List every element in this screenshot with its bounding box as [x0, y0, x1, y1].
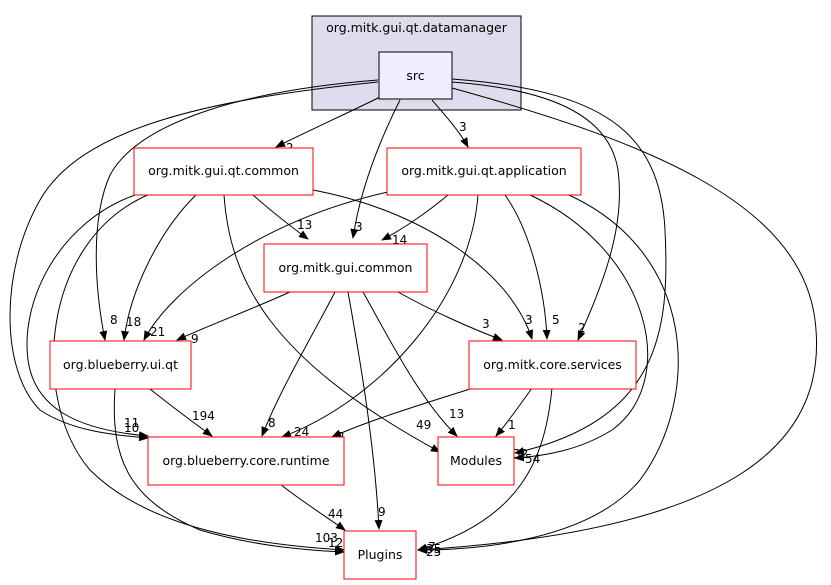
- node-core-services[interactable]: org.mitk.core.services: [468, 340, 637, 390]
- edge-uiqt-plugins: [113, 388, 345, 556]
- edge-qtcommon-modules: [223, 194, 441, 453]
- label-src-qtapp: 3: [459, 120, 467, 134]
- node-core-services-label: org.mitk.core.services: [483, 357, 622, 372]
- label-guicommon-plugins: 9: [378, 505, 386, 519]
- label-guicommon-runtime: 8: [268, 416, 276, 430]
- node-modules-label: Modules: [450, 453, 502, 468]
- node-qt-common-label: org.mitk.gui.qt.common: [148, 163, 299, 178]
- label-coreservices-plugins: 7: [428, 540, 436, 554]
- edge-guicommon-uiqt: [176, 291, 291, 341]
- edge-guicommon-coreservices: [397, 291, 503, 341]
- node-src-label: src: [406, 68, 424, 83]
- node-gui-common-label: org.mitk.gui.common: [279, 260, 413, 275]
- edge-src-coreservices: [451, 81, 620, 341]
- edge-qtapp-coreservices: [504, 194, 551, 340]
- edge-src-runtime: [9, 81, 379, 442]
- edge-qtapp-plugins: [417, 191, 679, 554]
- edge-src-qtapp: [431, 99, 469, 148]
- label-qtapp-coreservices: 5: [552, 313, 560, 327]
- label-uiqt-plugins: 12: [328, 536, 343, 550]
- node-qt-application-label: org.mitk.gui.qt.application: [401, 163, 566, 178]
- edge-src-uiqt: [95, 79, 379, 341]
- edge-src-modules: [451, 78, 667, 455]
- node-plugins-label: Plugins: [358, 547, 403, 562]
- label-runtime-plugins: 44: [328, 507, 343, 521]
- label-qtcommon-plugins: 103: [315, 531, 338, 545]
- label-guicommon-modules: 13: [449, 407, 464, 421]
- edge-src-guicommon: [350, 99, 401, 239]
- edge-src-plugins: [417, 87, 817, 554]
- node-gui-common[interactable]: org.mitk.gui.common: [263, 243, 428, 293]
- label-qtcommon-runtime: 11: [124, 416, 139, 430]
- edge-runtime-plugins: [279, 483, 346, 531]
- edge-src-qtcommon: [275, 96, 381, 148]
- label-qtcommon-uiqt: 18: [126, 315, 141, 329]
- label-coreservices-modules: 1: [508, 418, 516, 432]
- edge-labels: 2 3 3 2 8 10 32 25 13 18 3 11 49 103 14 …: [110, 120, 586, 559]
- label-src-runtime: 10: [124, 421, 139, 435]
- edge-uiqt-runtime: [149, 388, 213, 437]
- edge-guicommon-plugins: [347, 291, 383, 530]
- edge-qtapp-runtime: [281, 194, 479, 438]
- edges: [9, 78, 817, 556]
- edge-guicommon-modules: [362, 291, 458, 437]
- edge-coreservices-modules: [495, 387, 533, 437]
- node-src[interactable]: src: [378, 51, 453, 100]
- label-src-coreservices: 2: [578, 321, 586, 335]
- label-src-plugins: 25: [426, 545, 441, 559]
- label-qtapp-uiqt: 21: [150, 325, 165, 339]
- cluster-title: org.mitk.gui.qt.datamanager: [326, 20, 508, 35]
- node-qt-application[interactable]: org.mitk.gui.qt.application: [386, 147, 582, 196]
- node-plugins[interactable]: Plugins: [343, 530, 417, 580]
- label-qtcommon-modules: 49: [416, 418, 431, 432]
- edge-qtapp-uiqt: [143, 191, 389, 341]
- node-blueberry-ui-qt[interactable]: org.blueberry.ui.qt: [49, 340, 192, 390]
- label-guicommon-uiqt: 9: [191, 332, 199, 346]
- label-src-uiqt: 8: [110, 313, 118, 327]
- label-qtcommon-guicommon: 13: [297, 218, 312, 232]
- edge-qtapp-modules: [514, 193, 649, 462]
- label-guicommon-coreservices: 3: [482, 317, 490, 331]
- edge-coreservices-runtime: [331, 387, 474, 438]
- label-qtapp-plugins: 35: [426, 542, 441, 556]
- node-blueberry-core-runtime-label: org.blueberry.core.runtime: [162, 453, 329, 468]
- edge-qtcommon-plugins: [53, 193, 345, 554]
- node-qt-common[interactable]: org.mitk.gui.qt.common: [133, 147, 314, 196]
- label-uiqt-runtime: 194: [192, 409, 215, 423]
- edge-qtcommon-runtime: [26, 193, 149, 440]
- edge-qtcommon-uiqt: [121, 194, 197, 341]
- label-src-modules: 32: [513, 447, 528, 461]
- edge-qtapp-guicommon: [381, 194, 449, 241]
- edge-guicommon-runtime: [261, 291, 336, 437]
- label-qtapp-runtime: 24: [294, 425, 309, 439]
- edge-coreservices-plugins: [417, 387, 553, 552]
- node-modules[interactable]: Modules: [437, 436, 515, 486]
- node-blueberry-ui-qt-label: org.blueberry.ui.qt: [63, 357, 178, 372]
- node-blueberry-core-runtime[interactable]: org.blueberry.core.runtime: [147, 436, 345, 486]
- label-src-guicommon: 3: [355, 220, 363, 234]
- edge-qtcommon-guicommon: [252, 194, 309, 240]
- label-qtapp-modules: 54: [525, 452, 540, 466]
- label-qtcommon-coreservices: 3: [525, 313, 533, 327]
- edge-qtcommon-coreservices: [312, 189, 534, 340]
